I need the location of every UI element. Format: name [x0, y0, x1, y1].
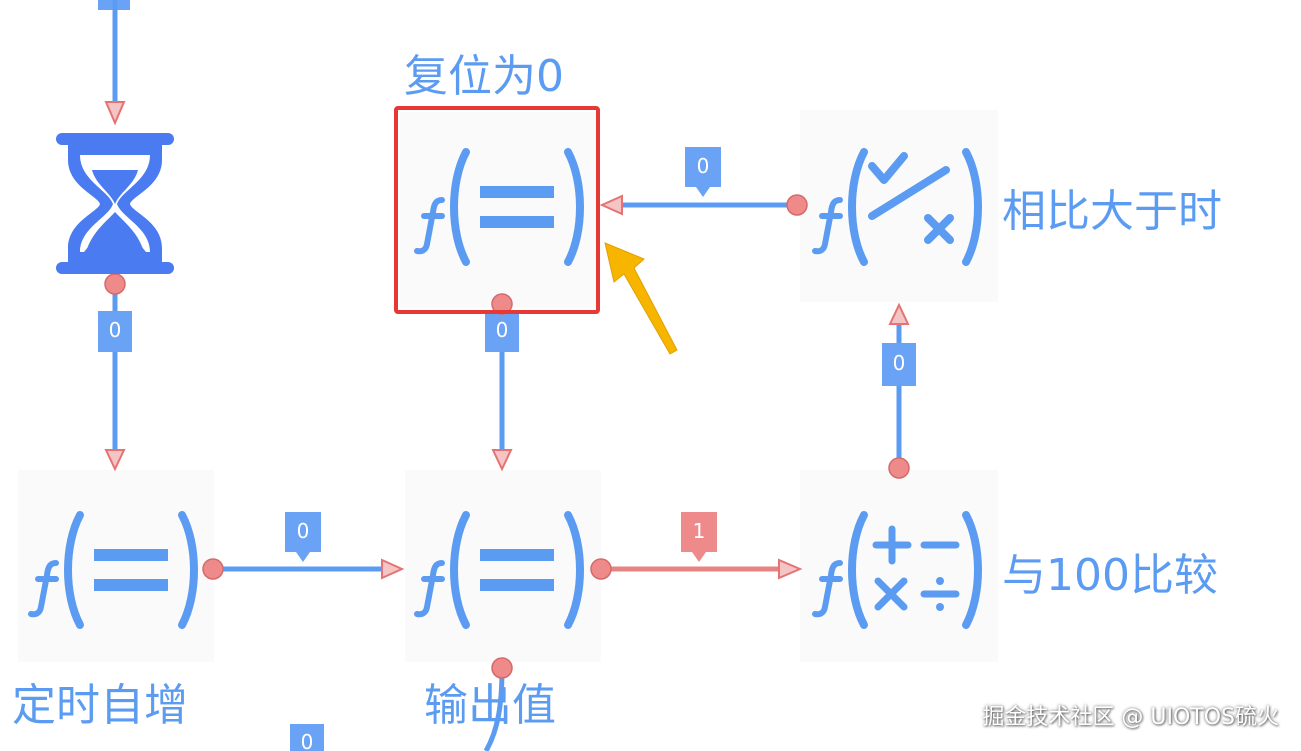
function-equals-icon[interactable]: [417, 511, 584, 629]
highlight-box: [394, 106, 600, 314]
edge-label-badge: [98, 311, 132, 352]
edge-label-reset-to-output: 0: [496, 318, 509, 342]
port-out[interactable]: [590, 558, 612, 580]
edge-label-badge: [681, 512, 717, 552]
reset-node-label: 复位为0: [404, 51, 564, 102]
edge-label-increment-to-output: 0: [297, 519, 310, 543]
edge-label-timer-to-increment: 0: [109, 318, 122, 342]
compare-gt-node-label: 相比大于时: [1002, 186, 1222, 237]
increment-node-label: 定时自增: [12, 680, 188, 731]
edge-top-input[interactable]: [98, 0, 130, 126]
function-compare-icon[interactable]: [815, 148, 982, 266]
edge-increment-to-output[interactable]: 0: [202, 512, 405, 580]
edge-compare-to-gt[interactable]: 0: [882, 302, 916, 479]
port-out[interactable]: [491, 657, 513, 679]
edge-output-bottom[interactable]: [483, 657, 513, 751]
function-equals-icon[interactable]: [417, 148, 584, 266]
edge-label-badge: [882, 343, 916, 386]
edge-label-output-bottom: 0: [301, 730, 314, 751]
edge-timer-to-increment[interactable]: 0: [98, 273, 132, 472]
port-out[interactable]: [104, 273, 126, 295]
port-out[interactable]: [786, 194, 808, 216]
edge-gt-to-reset[interactable]: 0: [599, 147, 808, 216]
edge-label-gt-to-reset: 0: [697, 154, 710, 178]
output-node-label: 输出值: [424, 680, 556, 731]
edge-label-output-to-compare: 1: [693, 519, 706, 543]
edge-reset-to-output[interactable]: 0: [485, 293, 519, 472]
edge-output-to-compare[interactable]: 1: [590, 512, 803, 580]
edge-label-badge: [685, 147, 721, 187]
edge-label-compare-to-gt: 0: [893, 351, 906, 375]
port-out[interactable]: [202, 558, 224, 580]
function-arithmetic-icon[interactable]: [815, 511, 982, 629]
edge-label-badge: [285, 512, 321, 552]
function-equals-icon[interactable]: [31, 511, 198, 629]
reset-node-bg[interactable]: [400, 112, 596, 308]
compare-100-node-label: 与100比较: [1002, 550, 1218, 601]
port-out[interactable]: [888, 457, 910, 479]
watermark: 掘金技术社区 @ UIOTOS硫火: [982, 705, 1279, 730]
compare-100-node-bg[interactable]: [800, 470, 998, 662]
pointer-arrow-icon: [604, 242, 678, 355]
hourglass-icon[interactable]: [56, 133, 174, 274]
edge-label-output-bottom-badge: 0: [290, 724, 324, 751]
edge-label-badge: [485, 311, 519, 352]
